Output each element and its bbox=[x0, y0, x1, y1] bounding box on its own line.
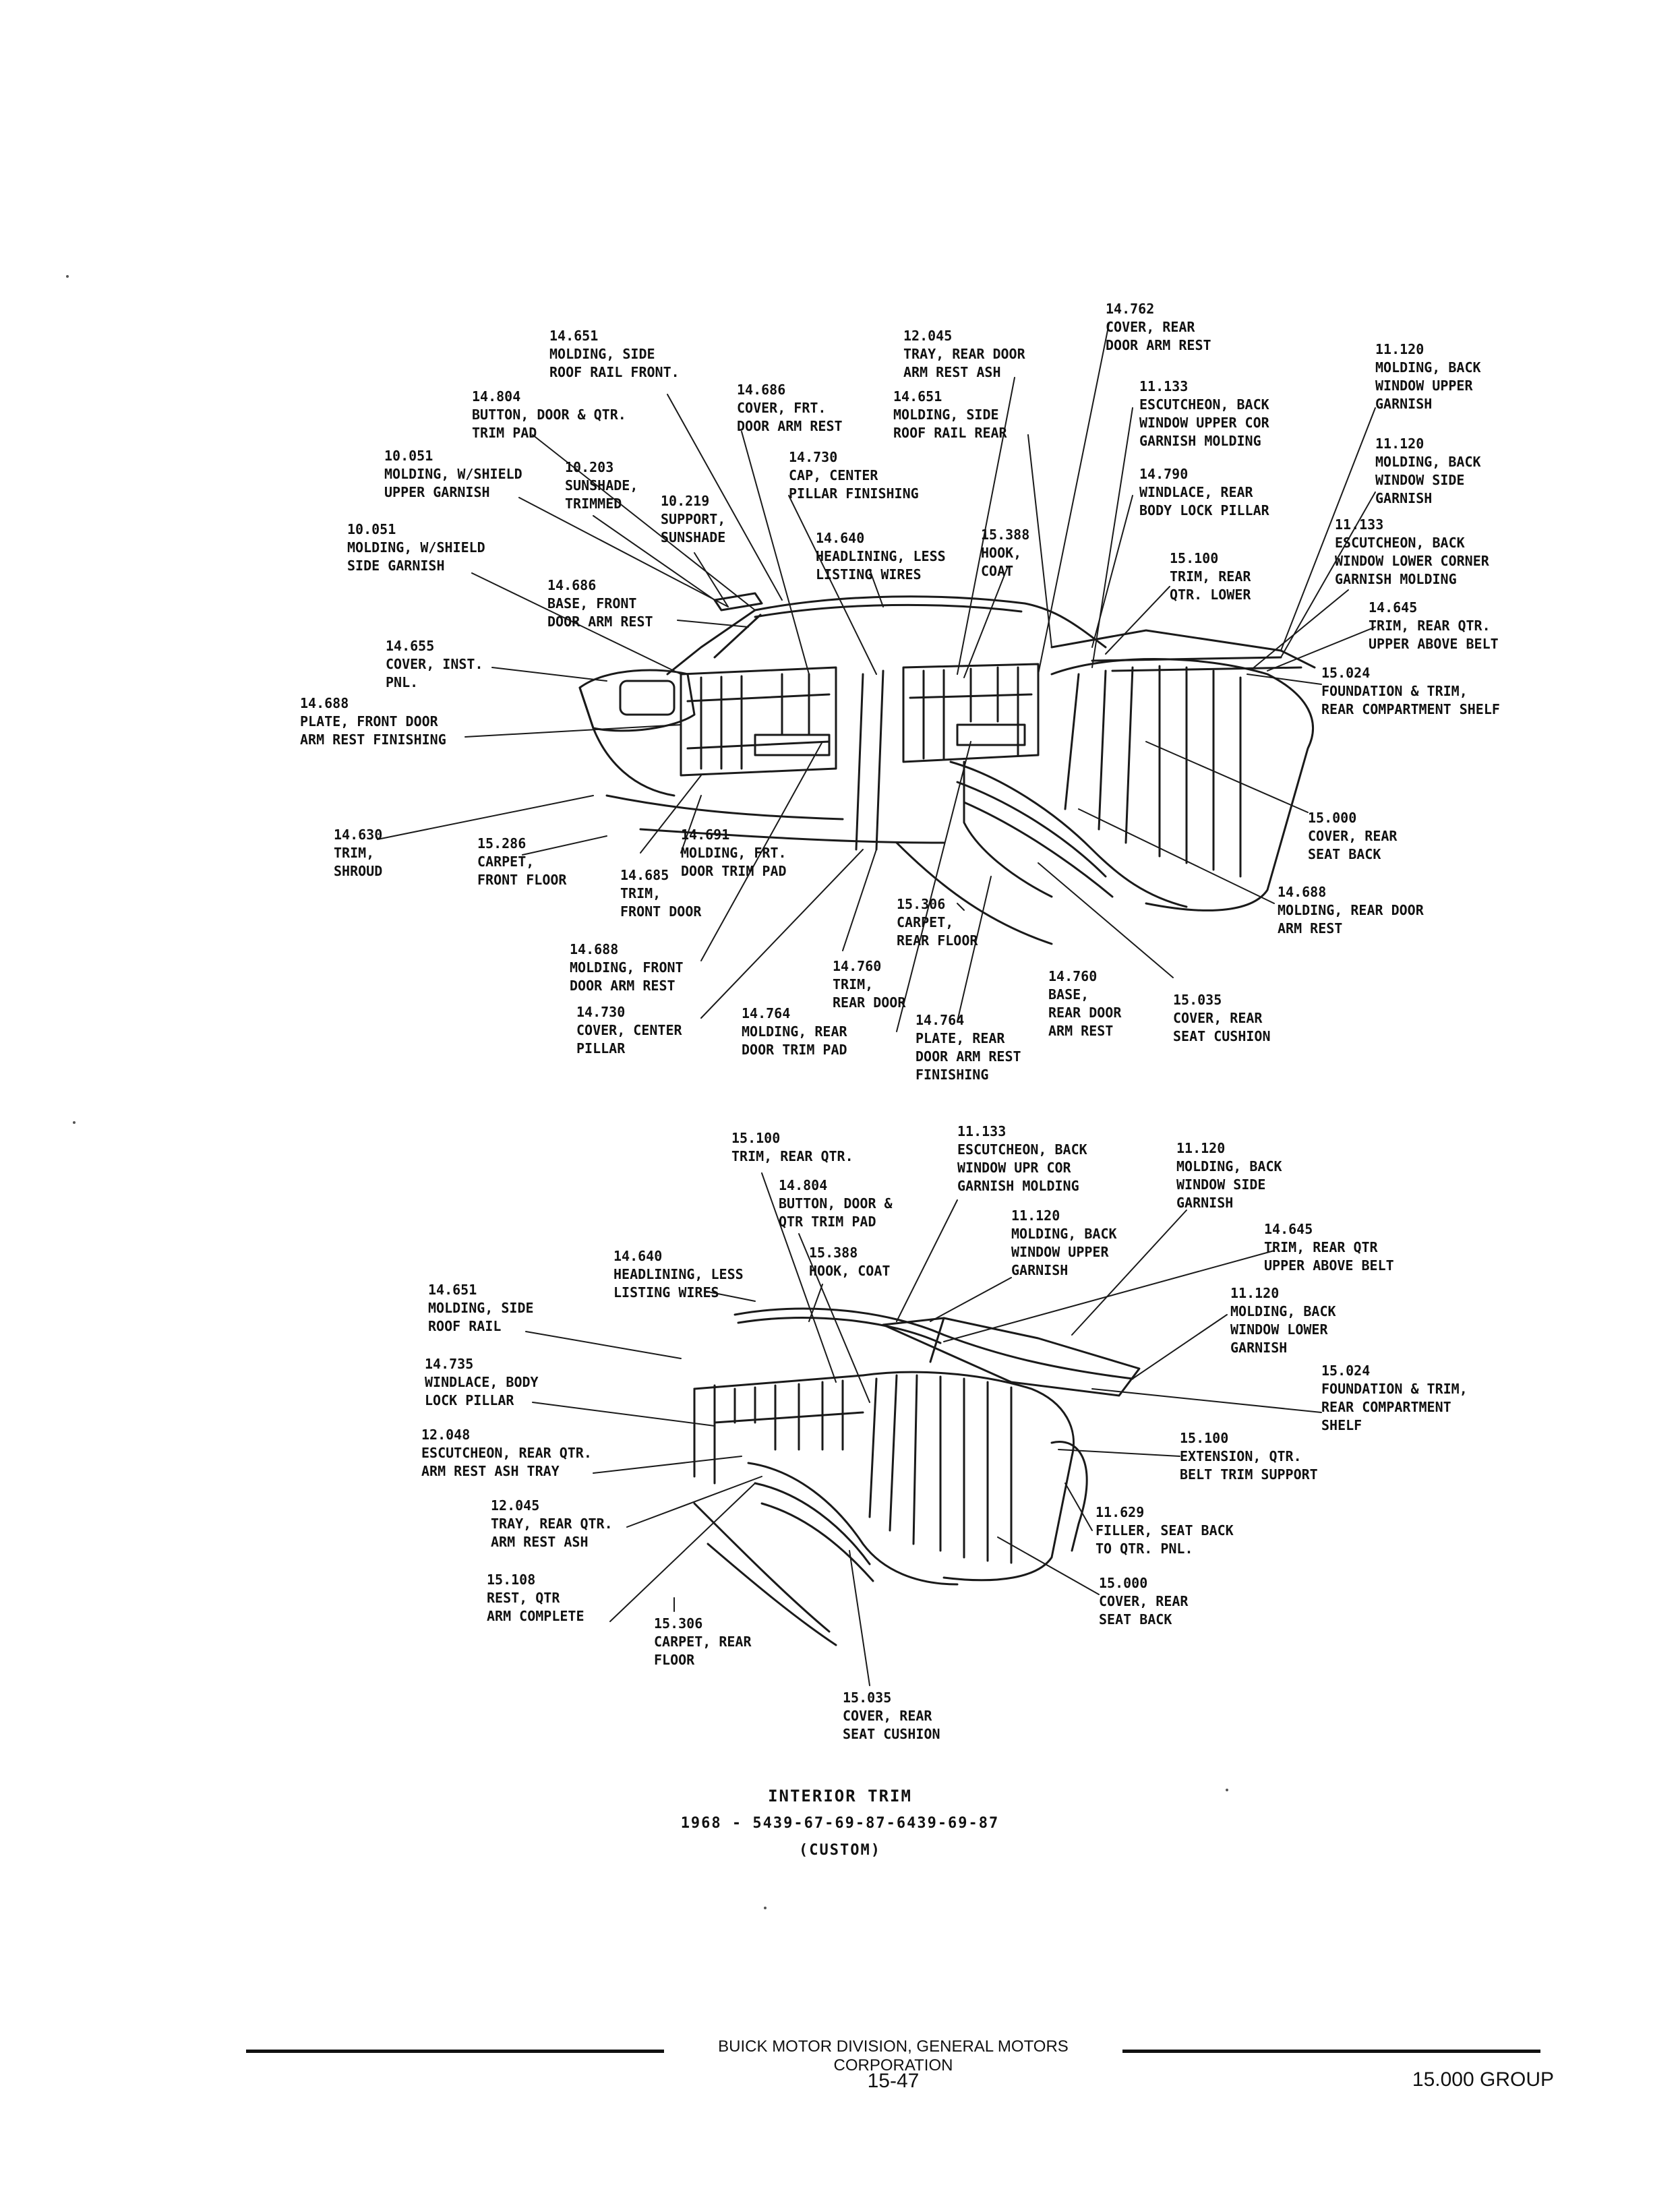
footer-rule-right bbox=[1122, 2050, 1540, 2053]
leader-lines-bottom bbox=[525, 1172, 1322, 1686]
footer-division: BUICK MOTOR DIVISION, GENERAL MOTORS COR… bbox=[718, 2037, 1069, 2074]
page-number: 15-47 bbox=[867, 2070, 920, 2092]
leader-lines-top bbox=[377, 323, 1376, 1032]
diagram-title: INTERIOR TRIM bbox=[768, 1787, 912, 1805]
footer-rule-left bbox=[246, 2050, 664, 2053]
series-label: (CUSTOM) bbox=[799, 1842, 881, 1859]
model-numbers: 1968 - 5439-67-69-87-6439-69-87 bbox=[680, 1815, 1000, 1832]
bottom-interior-drawing bbox=[693, 1307, 1141, 1646]
scan-specks bbox=[66, 275, 1228, 1909]
group-label: 15.000 GROUP bbox=[1412, 2068, 1554, 2091]
